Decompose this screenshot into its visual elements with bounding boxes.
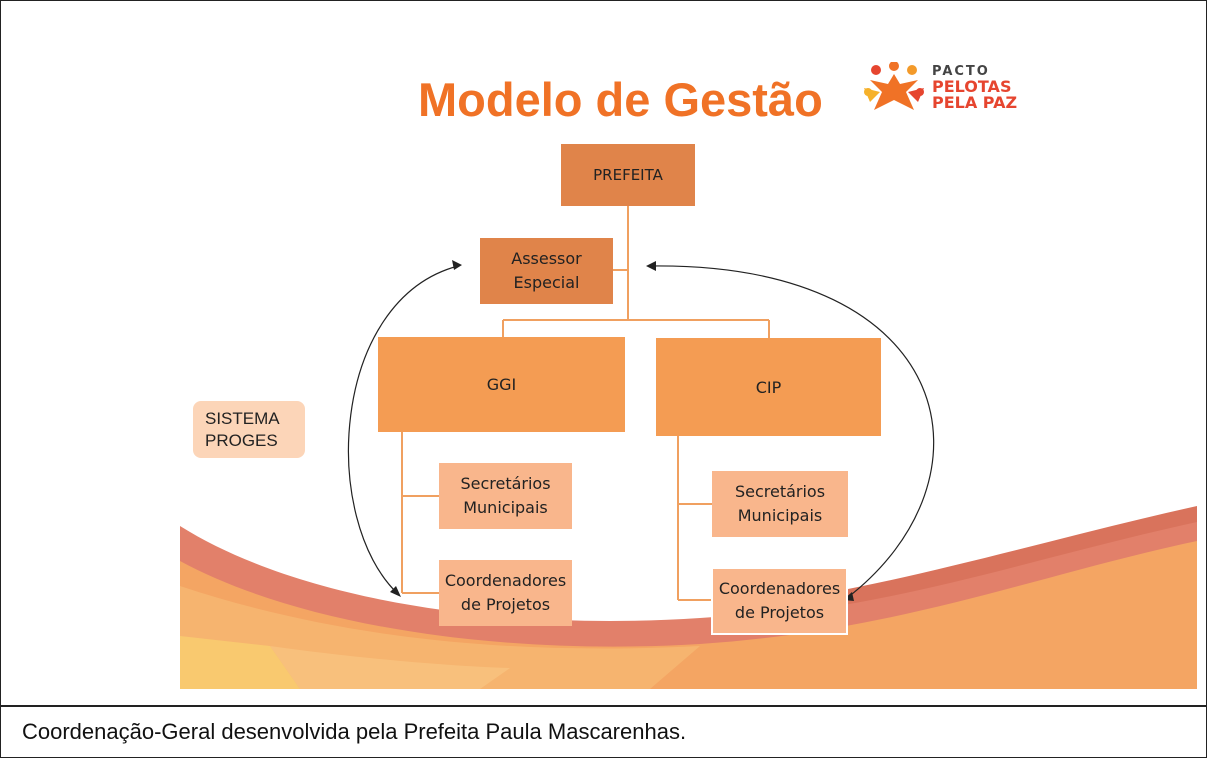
caption-divider bbox=[0, 705, 1207, 707]
slide-title: Modelo de Gestão bbox=[418, 73, 823, 126]
arrowhead-left-bottom bbox=[390, 586, 401, 597]
sistema-proges-label: SISTEMA PROGES bbox=[193, 401, 305, 458]
sistema-proges-line1: SISTEMA bbox=[205, 408, 280, 428]
logo-text-pela-paz: PELA PAZ bbox=[932, 93, 1018, 112]
slide-background bbox=[180, 506, 1197, 689]
node-ggi-coordenadores-line1: Coordenadores bbox=[444, 571, 567, 590]
arrow-left-curve bbox=[347, 265, 459, 595]
node-assessor-line1: Assessor bbox=[511, 249, 582, 268]
logo-text-pelotas: PELOTAS bbox=[932, 77, 1012, 96]
wave-fill-pale bbox=[270, 646, 510, 689]
caption-text: Coordenação-Geral desenvolvida pela Pref… bbox=[22, 719, 687, 744]
node-ggi-secretarios-line1: Secretários bbox=[460, 474, 551, 493]
node-ggi-secretarios: Secretários Municipais bbox=[439, 463, 572, 529]
wave-fill-yellow bbox=[180, 636, 300, 689]
arrowhead-left-top bbox=[452, 260, 462, 270]
node-cip-secretarios: Secretários Municipais bbox=[712, 471, 848, 537]
node-cip-label: CIP bbox=[755, 377, 782, 397]
node-ggi-coordenadores: Coordenadores de Projetos bbox=[439, 560, 572, 626]
node-prefeita: PREFEITA bbox=[561, 144, 695, 206]
node-cip: CIP bbox=[656, 338, 881, 436]
wave-band-top bbox=[740, 506, 1197, 618]
node-cip-secretarios-line1: Secretários bbox=[734, 482, 826, 501]
node-ggi-coordenadores-line2: de Projetos bbox=[460, 595, 551, 614]
arrow-right-curve bbox=[649, 265, 935, 599]
node-ggi-label: GGI bbox=[486, 375, 517, 394]
logo-star-icon bbox=[864, 62, 924, 110]
node-ggi: GGI bbox=[378, 337, 625, 432]
node-prefeita-label: PREFEITA bbox=[593, 166, 663, 184]
node-cip-coordenadores-line1: Coordenadores bbox=[718, 579, 841, 598]
node-assessor-especial: Assessor Especial bbox=[480, 238, 613, 304]
arrowhead-right-top bbox=[646, 261, 656, 271]
node-cip-secretarios-line2: Municipais bbox=[737, 506, 823, 525]
node-cip-coordenadores-line2: de Projetos bbox=[734, 603, 825, 622]
sistema-proges-line2: PROGES bbox=[205, 430, 278, 450]
node-ggi-secretarios-line2: Municipais bbox=[463, 498, 548, 517]
node-assessor-line2: Especial bbox=[513, 273, 580, 292]
wave-band bbox=[180, 520, 1197, 647]
node-cip-coordenadores: Coordenadores de Projetos bbox=[711, 567, 848, 635]
logo-text-pacto: PACTO bbox=[932, 64, 990, 79]
